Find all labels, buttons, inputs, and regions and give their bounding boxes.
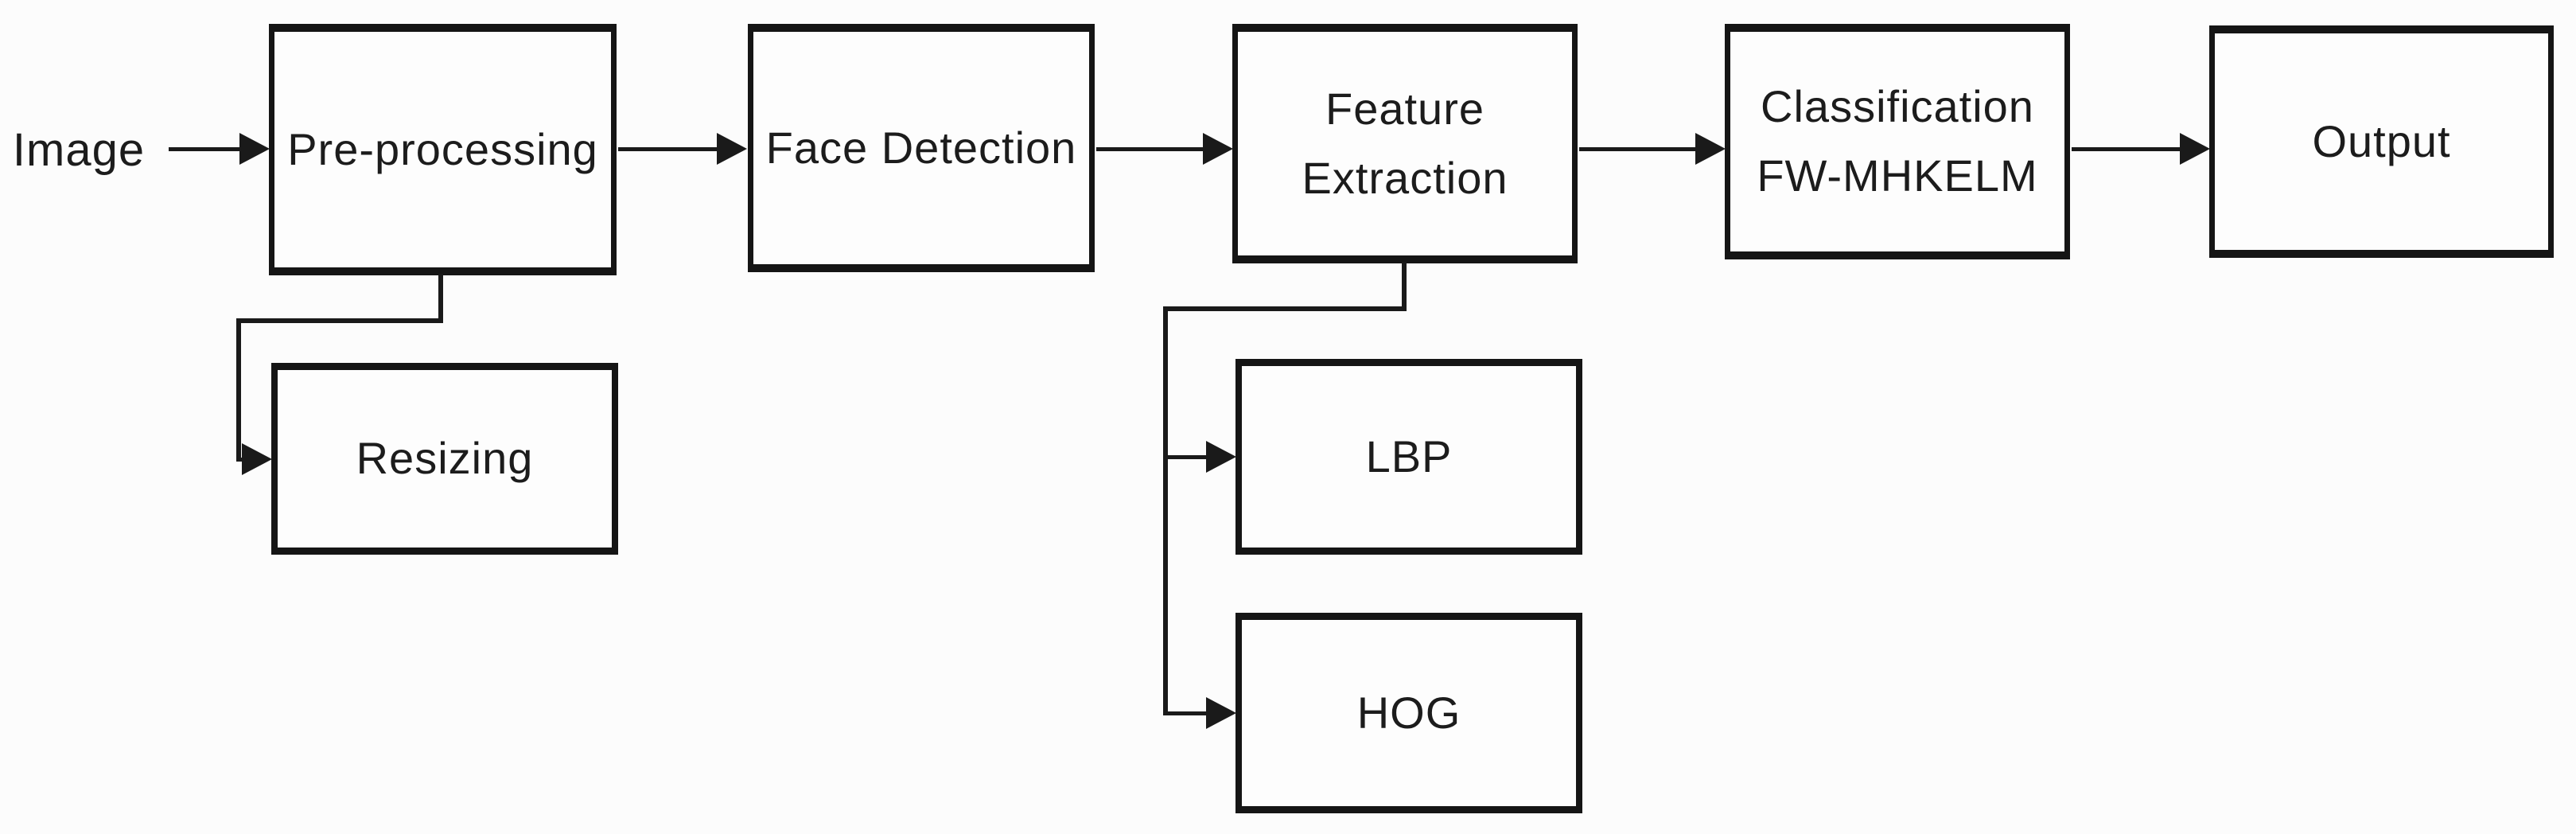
arrow-feature-extraction-to-lbp xyxy=(1168,441,1236,473)
arrow-image-to-preprocessing xyxy=(169,133,270,165)
node-label: LBP xyxy=(1365,431,1453,481)
arrow-shaft xyxy=(239,458,243,462)
connector-feature-extraction-branch-segment xyxy=(1163,306,1407,311)
arrowhead-icon xyxy=(1203,133,1233,165)
arrow-feature-extraction-to-classification xyxy=(1579,133,1726,165)
arrow-shaft xyxy=(1579,147,1700,151)
connector-feature-extraction-branch-segment xyxy=(1163,306,1168,715)
node-label: Output xyxy=(2312,115,2451,166)
node-hog: HOG xyxy=(1235,613,1582,813)
input-label: Image xyxy=(12,123,146,176)
node-label: Extraction xyxy=(1302,152,1508,203)
node-label: Resizing xyxy=(356,433,534,484)
arrow-shaft xyxy=(1096,147,1208,151)
arrowhead-icon xyxy=(242,443,272,475)
arrow-shaft xyxy=(1168,711,1211,715)
arrowhead-icon xyxy=(717,133,747,165)
node-label: Feature xyxy=(1325,83,1485,134)
arrow-preprocessing-to-face-detection xyxy=(618,133,747,165)
node-face-detection: Face Detection xyxy=(748,24,1095,272)
arrowhead-icon xyxy=(2180,133,2210,165)
node-preprocessing: Pre-processing xyxy=(269,24,617,275)
node-label: FW-MHKELM xyxy=(1757,150,2038,201)
arrow-feature-extraction-to-hog xyxy=(1168,697,1236,729)
arrow-classification-to-output xyxy=(2072,133,2210,165)
node-label: Classification xyxy=(1761,81,2034,132)
node-label: Face Detection xyxy=(765,122,1077,173)
arrowhead-icon xyxy=(239,133,270,165)
node-feature-extraction: Feature Extraction xyxy=(1232,24,1578,263)
arrowhead-icon xyxy=(1695,133,1726,165)
connector-preprocessing-resizing-segment xyxy=(438,274,443,323)
node-output: Output xyxy=(2209,25,2554,258)
node-label: HOG xyxy=(1356,687,1461,738)
connector-feature-extraction-branch-segment xyxy=(1402,262,1407,311)
node-label: Pre-processing xyxy=(287,123,598,174)
connector-preprocessing-resizing-segment xyxy=(236,318,443,323)
arrow-face-detection-to-feature-extraction xyxy=(1096,133,1233,165)
arrowhead-icon xyxy=(1206,441,1236,473)
arrow-shaft xyxy=(618,147,722,151)
node-resizing: Resizing xyxy=(271,363,618,555)
node-lbp: LBP xyxy=(1235,359,1582,555)
arrowhead-icon xyxy=(1206,697,1236,729)
arrow-shaft xyxy=(169,147,244,151)
arrow-shaft xyxy=(2072,147,2185,151)
arrow-preprocessing-to-resizing xyxy=(239,443,272,475)
connector-preprocessing-resizing-segment xyxy=(236,318,241,462)
arrow-shaft xyxy=(1168,455,1211,459)
node-classification: Classification FW-MHKELM xyxy=(1725,24,2070,259)
